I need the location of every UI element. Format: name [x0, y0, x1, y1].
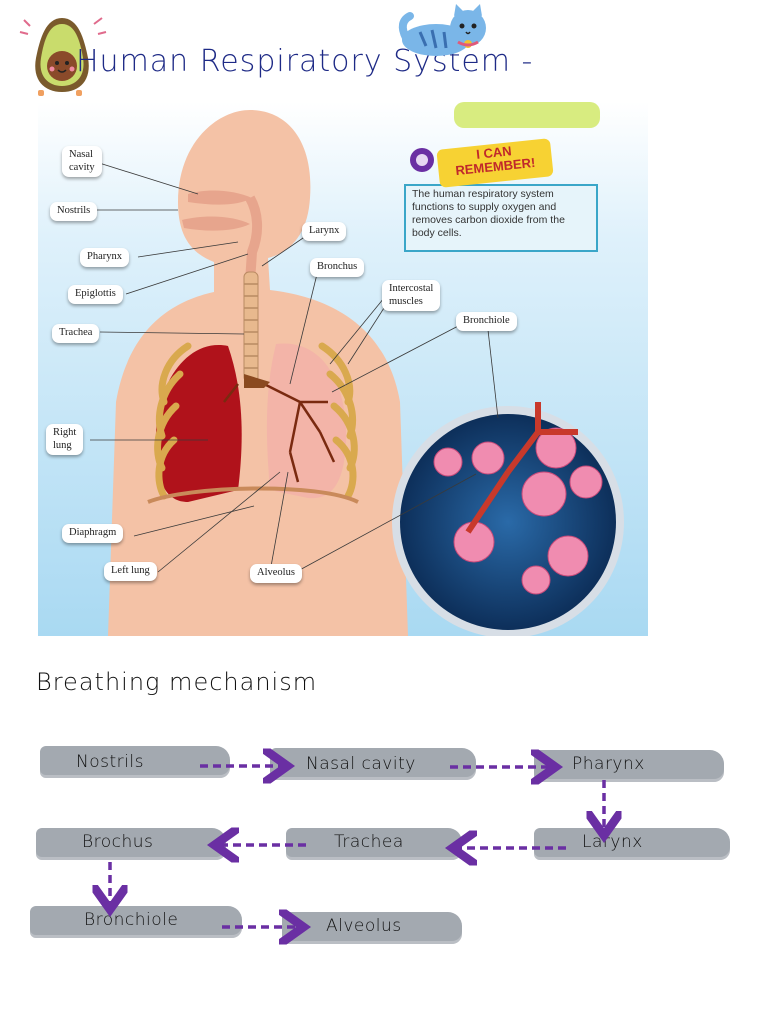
label-nasal-cavity: Nasal cavity: [62, 146, 102, 178]
flow-step-nasal-cavity: Nasal cavity: [306, 754, 416, 774]
remember-box: [404, 184, 598, 252]
section-title: Breathing mechanism: [36, 668, 318, 696]
flow-step-alveolus: Alveolus: [326, 916, 402, 936]
label-bronchus: Bronchus: [310, 258, 365, 277]
label-left-lung: Left lung: [104, 562, 157, 581]
remember-text: The human respiratory system functions t…: [412, 188, 565, 240]
label-nostrils: Nostrils: [50, 202, 98, 221]
flow-step-nasal-cavity-bg: [270, 748, 476, 780]
label-right-lung: Right lung: [46, 424, 84, 456]
label-intercostal-muscles: Intercostal muscles: [382, 280, 441, 312]
flow-step-brochus-bg: [36, 828, 226, 860]
respiratory-system-diagram: Nasal cavity Nostrils Pharynx Epiglottis…: [38, 102, 648, 638]
flow-step-alveolus-bg: [282, 912, 462, 944]
label-epiglottis: Epiglottis: [68, 285, 123, 304]
label-trachea: Trachea: [52, 324, 100, 343]
flow-step-larynx: Larynx: [582, 832, 643, 852]
flow-step-pharynx-bg: [534, 750, 724, 782]
label-bronchiole: Bronchiole: [456, 312, 517, 331]
flow-step-pharynx: Pharynx: [572, 754, 645, 774]
flow-step-trachea: Trachea: [334, 832, 404, 852]
label-alveolus: Alveolus: [250, 564, 302, 583]
avocado-icon: [18, 8, 108, 98]
label-larynx: Larynx: [302, 222, 347, 241]
label-pharynx: Pharynx: [80, 248, 129, 267]
flow-step-bronchiole-bg: [30, 906, 242, 938]
flow-step-trachea-bg: [286, 828, 462, 860]
flow-step-nostrils-bg: [40, 746, 230, 778]
flow-step-nostrils: Nostrils: [76, 752, 144, 772]
flow-step-brochus: Brochus: [82, 832, 154, 852]
flow-step-bronchiole: Bronchiole: [84, 910, 179, 930]
cat-icon: [396, 2, 496, 62]
flow-step-larynx-bg: [534, 828, 730, 860]
label-diaphragm: Diaphragm: [62, 524, 124, 543]
